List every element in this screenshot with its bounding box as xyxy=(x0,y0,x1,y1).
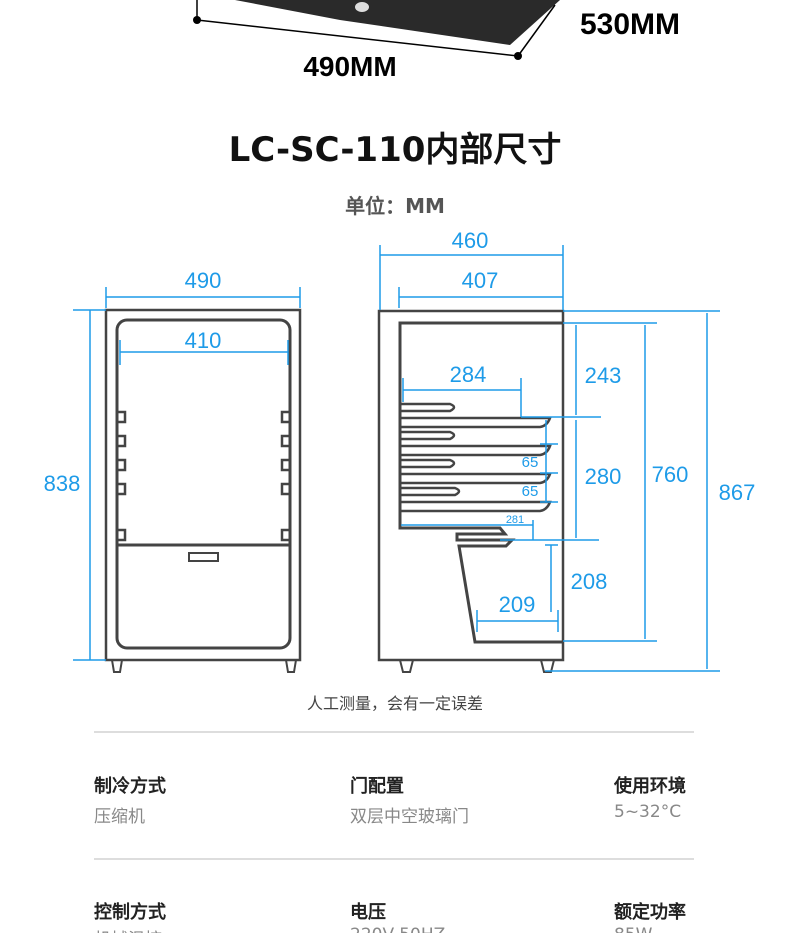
divider xyxy=(94,731,694,733)
width-label: 490MM xyxy=(303,51,396,82)
spec-value: 双层中空玻璃门 xyxy=(350,807,469,827)
front-view xyxy=(104,308,302,673)
upper-zone-height: 243 xyxy=(585,363,622,388)
divider xyxy=(94,858,694,860)
page-title: LC-SC-110内部尺寸 xyxy=(228,130,562,170)
middle-zone-height: 280 xyxy=(585,464,622,489)
spec-value: 压缩机 xyxy=(94,807,145,827)
total-height: 867 xyxy=(719,480,756,505)
spec-label: 控制方式 xyxy=(94,902,166,923)
spec-value: 机械温控 xyxy=(94,925,162,933)
side-inner-depth: 407 xyxy=(462,268,499,293)
measurement-note: 人工测量，会有一定误差 xyxy=(306,694,483,713)
side-dimension-lines xyxy=(379,245,720,672)
spec-value: 85W xyxy=(614,925,652,933)
lower-shelf-depth: 281 xyxy=(506,514,524,526)
front-inner-width: 410 xyxy=(185,328,222,353)
spec-label: 使用环境 xyxy=(614,776,686,797)
spec-value: 220V-50HZ xyxy=(350,925,445,933)
drawer-depth: 209 xyxy=(499,592,536,617)
front-outer-width: 490 xyxy=(185,268,222,293)
depth-label: 530MM xyxy=(580,8,680,41)
shelf-gap-1: 65 xyxy=(522,454,539,471)
fridge-photo xyxy=(193,0,560,60)
front-dimension-lines xyxy=(73,287,301,661)
shelf-depth: 284 xyxy=(450,362,487,387)
spec-label: 制冷方式 xyxy=(94,776,166,797)
spec-value: 5~32°C xyxy=(614,802,682,822)
spec-label: 门配置 xyxy=(350,776,404,797)
spec-label: 额定功率 xyxy=(614,902,686,923)
side-outer-depth: 460 xyxy=(452,228,489,253)
shelf-gap-2: 65 xyxy=(522,483,539,500)
unit-label: 单位：MM xyxy=(345,194,445,218)
drawer-height: 208 xyxy=(571,569,608,594)
spec-label: 电压 xyxy=(350,902,386,923)
inner-height: 760 xyxy=(652,462,689,487)
front-height: 838 xyxy=(44,471,81,496)
